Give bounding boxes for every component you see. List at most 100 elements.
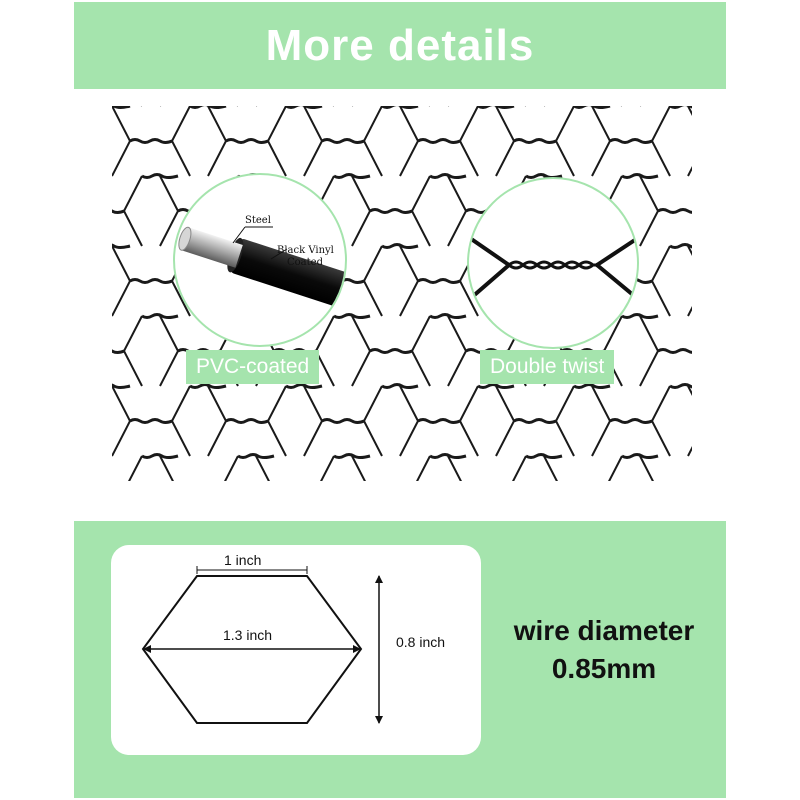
mesh-twist <box>141 313 179 319</box>
mesh-twist <box>429 453 467 459</box>
mesh-twist <box>417 418 461 424</box>
mesh-strand <box>512 455 527 481</box>
mesh-strand <box>159 455 174 481</box>
mesh-twist <box>141 173 179 179</box>
mesh-twist <box>112 349 125 354</box>
mesh-twist <box>225 418 269 424</box>
mesh-twist <box>573 106 611 109</box>
mesh-twist <box>417 138 461 144</box>
mesh-strand <box>170 385 191 457</box>
double-twist-zoom <box>467 177 639 349</box>
mesh-twist <box>513 138 557 144</box>
mesh-twist <box>381 106 419 109</box>
mesh-strand <box>112 106 132 177</box>
mesh-strand <box>639 315 660 387</box>
mesh-twist <box>609 138 653 144</box>
mesh-strand <box>351 175 372 247</box>
mesh-twist <box>669 243 692 249</box>
wire-diameter-label: wire diameter <box>513 615 695 646</box>
mesh-strand <box>266 106 287 177</box>
mesh-twist <box>657 208 692 214</box>
mesh-strand <box>591 106 612 177</box>
mesh-strand <box>399 106 420 177</box>
mesh-twist <box>285 383 323 389</box>
mesh-strand <box>410 175 431 247</box>
mesh-strand <box>591 385 612 457</box>
mesh-strand <box>416 455 431 481</box>
mesh-strand <box>650 385 671 457</box>
mesh-twist <box>417 278 461 284</box>
mesh-strand <box>320 455 335 481</box>
mesh-strand <box>495 106 516 177</box>
mesh-strand <box>447 455 462 481</box>
mesh-strand <box>687 106 692 177</box>
mesh-twist <box>657 348 692 354</box>
mesh-twist <box>321 138 365 144</box>
mesh-strand <box>399 385 420 457</box>
mesh-strand <box>650 106 671 177</box>
mesh-twist <box>669 106 692 109</box>
header-banner: More details <box>74 2 726 89</box>
mesh-twist <box>609 418 653 424</box>
mesh-strand <box>362 245 383 317</box>
steel-label: Steel <box>245 215 271 226</box>
mesh-twist <box>477 383 515 389</box>
width-dimension: 1.3 inch <box>223 627 273 643</box>
page-title: More details <box>265 20 535 70</box>
mesh-twist <box>513 418 557 424</box>
mesh-twist <box>429 313 467 319</box>
mesh-twist <box>112 383 131 389</box>
mesh-strand <box>122 315 143 387</box>
mesh-twist <box>321 418 365 424</box>
height-dimension: 0.8 inch <box>396 634 446 650</box>
mesh-twist <box>333 313 371 319</box>
mesh-strand <box>255 455 270 481</box>
mesh-strand <box>303 106 324 177</box>
mesh-twist <box>112 243 131 249</box>
mesh-twist <box>621 173 659 179</box>
mesh-strand <box>224 455 239 481</box>
mesh-strand <box>495 385 516 457</box>
mesh-strand <box>207 106 228 177</box>
mesh-twist <box>381 243 419 249</box>
mesh-strand <box>351 315 372 387</box>
mesh-strand <box>399 245 420 317</box>
mesh-twist <box>285 106 323 109</box>
top-side-dimension: 1 inch <box>224 552 262 568</box>
mesh-twist <box>621 453 659 459</box>
mesh-twist <box>369 348 413 354</box>
mesh-twist <box>112 106 131 109</box>
mesh-strand <box>112 385 132 457</box>
mesh-twist <box>112 209 125 214</box>
mesh-twist <box>129 418 173 424</box>
mesh-strand <box>554 106 575 177</box>
mesh-strand <box>122 175 143 247</box>
mesh-strand <box>639 455 654 481</box>
mesh-strand <box>362 385 383 457</box>
wire-diameter-text: wire diameter 0.85mm <box>482 612 726 688</box>
double-twist-label: Double twist <box>480 350 615 384</box>
mesh-twist <box>369 208 413 214</box>
mesh-twist <box>333 173 371 179</box>
mesh-twist <box>525 453 563 459</box>
mesh-strand <box>351 455 366 481</box>
pvc-coated-label: PVC-coated <box>186 350 320 384</box>
mesh-strand <box>554 385 575 457</box>
mesh-strand <box>458 385 479 457</box>
mesh-strand <box>266 385 287 457</box>
mesh-strand <box>543 455 558 481</box>
mesh-strand <box>687 385 692 457</box>
mesh-twist <box>237 453 275 459</box>
mesh-twist <box>477 106 515 109</box>
wire-diameter-value: 0.85mm <box>551 653 657 684</box>
mesh-twist <box>669 383 692 389</box>
mesh-twist <box>429 173 467 179</box>
mesh-twist <box>129 278 173 284</box>
mesh-strand <box>458 106 479 177</box>
double-twist-illustration <box>469 235 637 303</box>
mesh-strand <box>362 106 383 177</box>
mesh-strand <box>608 455 623 481</box>
mesh-strand <box>207 385 228 457</box>
mesh-twist <box>573 383 611 389</box>
hexagon-diagram <box>141 566 383 724</box>
